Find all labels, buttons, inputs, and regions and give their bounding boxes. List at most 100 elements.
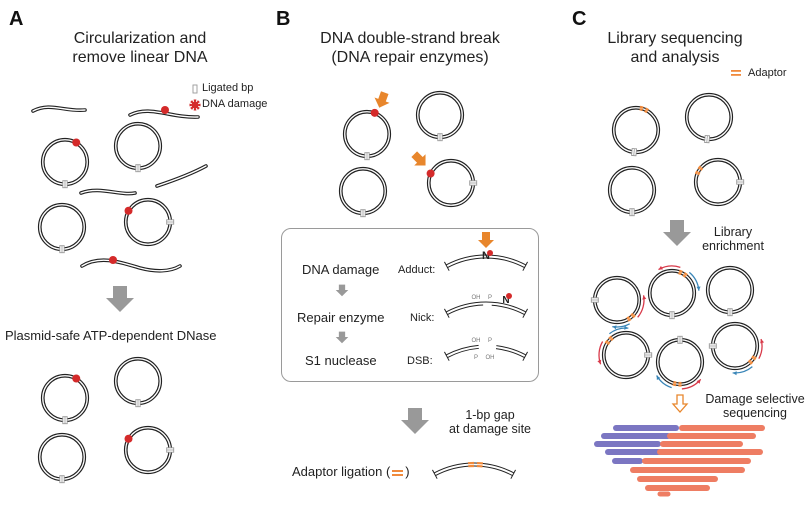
panel-b-title-line2: (DNA repair enzymes) [331,49,489,66]
ligated-bp-icon [631,147,638,157]
panel-b-title-line1: DNA double-strand break [320,30,500,47]
adaptor-mark [626,316,630,320]
adaptor-legend-icon [731,70,741,72]
adaptor-mark [697,165,702,170]
dna-damage-icon [161,106,169,114]
adduct-dna [444,254,528,271]
plasmid-intact [607,165,657,217]
primer-arrowhead [760,339,765,344]
nick-outer-strand [445,301,527,313]
ligated-bp-icon [704,134,711,144]
linear-dna-fragment [128,106,200,119]
ligated-bp-icon [644,352,653,358]
dna-arc-strand-outer [433,462,515,474]
adaptor-mark [672,383,677,387]
adduct-damage-icon [487,250,493,256]
ligated-bp-icon [135,164,141,173]
repair-mechanism-box [281,228,539,382]
ligated-bp-icon [590,297,599,303]
plasmid-intact [684,92,734,144]
adaptor-mark [678,271,682,276]
linear-dna-fragment [79,188,137,196]
primer-arrowhead [696,286,701,291]
linear-dna-inner [81,259,181,272]
dsb-p-label-bottom: P [474,355,478,361]
adaptor-ligation-text: Adaptor ligation ( [292,464,391,479]
adaptor-mark [699,167,704,171]
primer-arrowhead [656,375,661,380]
step-repair-enzyme: Repair enzyme [297,310,385,325]
primer-arrowhead [612,325,617,330]
state-adduct-label: Adduct: [398,264,436,276]
dna-end-line [522,308,528,318]
ligated-bp-icon [669,311,675,320]
nick-p-label: P [488,295,492,301]
dna-end-line [444,308,450,318]
adaptor-mark [751,355,755,359]
dna-damage-icon [109,256,117,264]
linear-dna-inner [80,189,136,195]
plasmid-circle [37,432,87,482]
plasmid-circle [426,158,476,208]
gap-note: 1-bp gap at damage site [420,408,560,436]
plasmid-circle [37,202,87,252]
ligated-bp-icon [708,343,717,349]
damage-selective-note: Damage selective sequencing [700,392,810,420]
enriched-plasmid [597,325,653,380]
plasmid-with-adaptor [693,157,745,207]
ligated-bp-icon [166,219,175,225]
dsb-p-label-top: P [488,338,492,344]
adaptor-mark [631,314,636,319]
dna-damage-icon [426,169,435,178]
step-dna-damage: DNA damage [302,262,380,277]
panel-a-title-line2: remove linear DNA [72,49,208,66]
plasmid-damaged [40,373,90,425]
step-s1-nuclease: S1 nuclease [305,353,377,368]
state-nick-label: Nick: [410,312,435,324]
damage-pointer-arrow [411,151,426,166]
plasmid-damaged [123,425,175,475]
plasmid-circle [123,425,173,475]
dna-end-cap [444,308,450,318]
plasmid-damaged [123,197,175,247]
primer-arrowhead [658,265,663,270]
dna-arc-strand-inner [447,257,525,269]
state-dsb-label: DSB: [407,355,433,367]
plasmid-circle [647,268,697,318]
plasmid-circle [113,356,163,406]
plasmid-circle [607,165,657,215]
plasmid-damaged [426,158,478,208]
ligated-bp-line [706,135,708,143]
nick-oh-label: OH [472,295,481,301]
gray-step-arrow [401,408,429,434]
ligated-bp-icon [166,447,175,453]
adaptor-legend-icon [731,74,741,76]
plasmid-intact [113,356,163,408]
dnase-step-label: Plasmid-safe ATP-dependent DNase [5,328,217,343]
ligated-bp-icon [727,308,733,317]
plasmid-circle [338,166,388,216]
dna-end-line [510,469,516,479]
damage-selective-line1: Damage selective [705,392,805,406]
gray-step-arrow [663,220,691,246]
dna-arc-strand-outer [445,254,527,266]
primer-arrowhead [597,359,602,365]
nick-dna [444,301,528,318]
ligated-bp-icon [437,133,443,142]
adaptor-mark [673,380,677,384]
adaptor-mark [630,312,634,317]
plasmid-damaged [40,137,90,189]
plasmid-intact [37,202,87,254]
library-enrichment-line2: enrichment [702,239,764,253]
adaptor-mark [694,170,699,175]
legend-adaptor-label: Adaptor [748,67,787,79]
damage-pointer-arrow [374,91,390,108]
dna-end-line [432,469,438,479]
plasmid-intact [113,121,163,173]
gap-note-line2: at damage site [449,422,531,436]
linear-dna-fragment [31,105,87,113]
orange-arrow-shape [374,91,390,108]
ligated-bp-icon [62,416,68,425]
library-enrichment-line1: Library [713,225,753,239]
